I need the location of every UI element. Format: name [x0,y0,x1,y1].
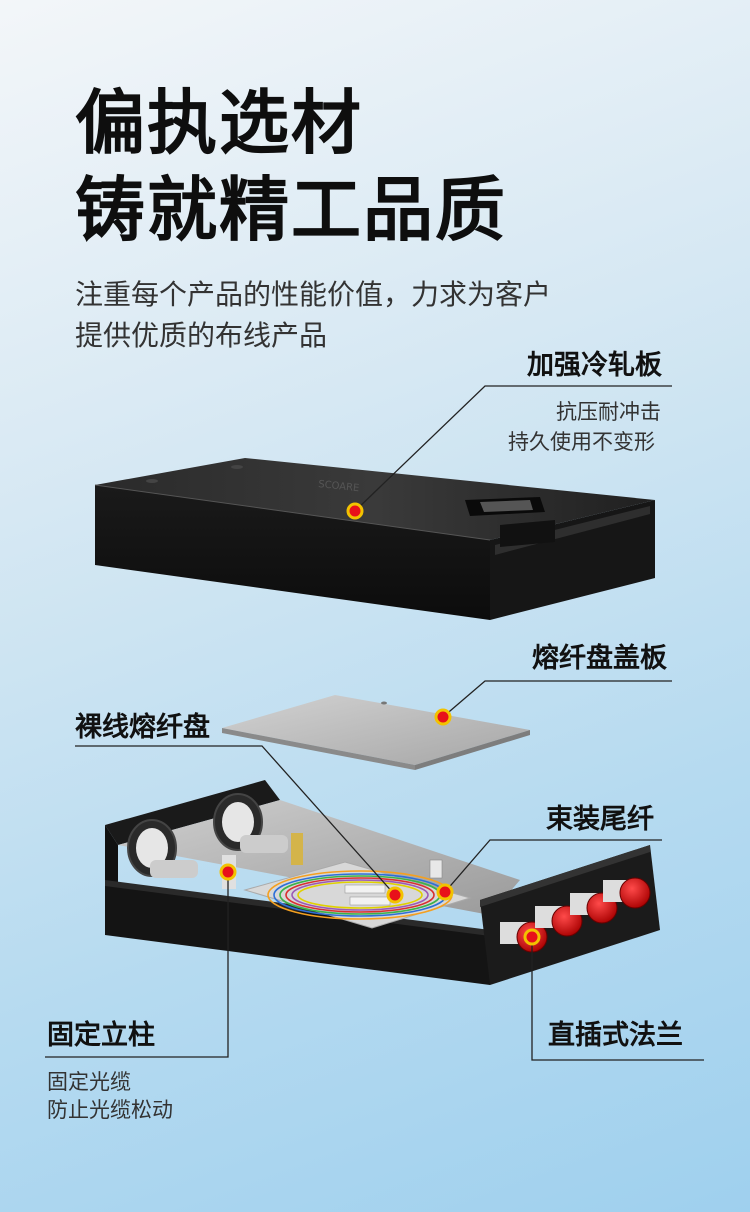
callout-markers [219,502,541,946]
leader-splice-cover [442,680,672,718]
headline-line-2: 铸就精工品质 [75,169,507,251]
marker-pigtail [436,883,454,901]
leader-flange [531,937,704,1061]
leader-splice-tray [75,745,396,896]
splice-tray-cover [222,695,530,770]
callout-top-cover-desc-2: 持久使用不变形 [508,430,655,454]
callout-post-desc-1: 固定光缆 [47,1070,131,1094]
flange-adapters [500,877,651,953]
marker-flange [523,928,541,946]
callout-flange-label: 直插式法兰 [548,1020,683,1051]
marker-splice-cover [434,708,452,726]
leader-pigtail [444,839,662,893]
marker-top-cover [346,502,364,520]
callout-top-cover-desc-1: 抗压耐冲击 [556,400,661,424]
headline-line-1: 偏执选材 [75,82,363,164]
callout-pigtail-label: 束装尾纤 [546,804,654,835]
callout-splice-cover-label: 熔纤盘盖板 [532,643,667,674]
callout-post-desc-2: 防止光缆松动 [47,1098,173,1122]
subtitle-line-2: 提供优质的布线产品 [75,319,328,352]
leader-lines [45,385,704,1061]
marker-splice-tray [386,886,404,904]
subtitle-line-1: 注重每个产品的性能价值，力求为客户 [75,278,552,311]
svg-text:SCOARE: SCOARE [318,479,360,494]
leader-post [45,872,229,1058]
callout-top-cover-label: 加强冷轧板 [527,350,662,381]
callout-splice-tray-label: 裸线熔纤盘 [75,712,210,743]
callout-post-label: 固定立柱 [47,1020,155,1051]
top-cover: SCOARE [94,458,655,620]
marker-post [219,863,237,881]
leader-top-cover [354,385,672,512]
